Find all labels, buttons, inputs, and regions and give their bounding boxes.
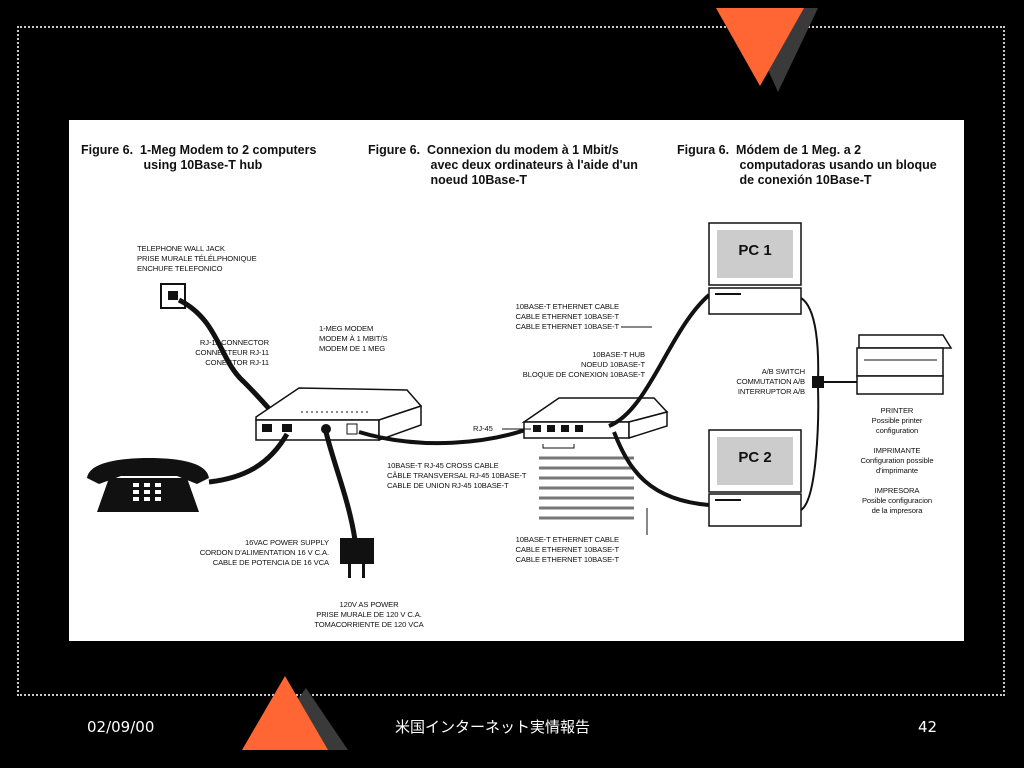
pc2-icon bbox=[708, 429, 802, 527]
pc2-label: PC 2 bbox=[738, 449, 772, 466]
rj11-label: RJ-11 CONNECTOR CONNECTEUR RJ-11 CONECTO… bbox=[195, 338, 269, 367]
pc1-icon bbox=[708, 222, 802, 315]
ab-switch-icon bbox=[812, 376, 824, 388]
footer-title: 米国インターネット実情報告 bbox=[395, 718, 591, 736]
pc2-ethernet-cable bbox=[612, 431, 710, 507]
pc1-label: PC 1 bbox=[738, 242, 772, 259]
caption-english: Figure 6. 1-Meg Modem to 2 computers usi… bbox=[81, 143, 317, 172]
printer-icon bbox=[856, 334, 953, 395]
cross-cable bbox=[358, 423, 540, 446]
power-supply-label: 16VAC POWER SUPPLY CORDON D'ALIMENTATION… bbox=[199, 538, 329, 567]
top-triangle bbox=[716, 8, 804, 86]
pc1-switch-cable bbox=[800, 297, 820, 383]
modem-label: 1-MEG MODEM MODEM À 1 MBIT/S MODEM DE 1 … bbox=[319, 324, 388, 353]
ethernet-cable-bottom-label: 10BASE-T ETHERNET CABLE CABLE ETHERNET 1… bbox=[515, 535, 620, 564]
caption-spanish: Figura 6. Módem de 1 Meg. a 2 computador… bbox=[677, 143, 937, 187]
power-adapter-icon bbox=[340, 538, 374, 578]
wall-jack-label: TELEPHONE WALL JACK PRISE MURALE TÉLÉLPH… bbox=[137, 244, 257, 273]
ab-switch-label: A/B SWITCH COMMUTATION A/B INTERRUPTOR A… bbox=[736, 367, 805, 396]
caption-french: Figure 6. Connexion du modem à 1 Mbit/s … bbox=[368, 143, 638, 187]
ac-power-label: 120V AS POWER PRISE MURALE DE 120 V C.A.… bbox=[314, 600, 424, 629]
slide-border bbox=[17, 26, 1005, 696]
bottom-triangle bbox=[242, 676, 328, 750]
ethernet-cable-top-label: 10BASE-T ETHERNET CABLE CABLE ETHERNET 1… bbox=[515, 302, 620, 331]
hub-icon bbox=[521, 397, 669, 440]
rj45-label: RJ-45 bbox=[473, 424, 493, 433]
page-number: 42 bbox=[918, 718, 938, 736]
telephone-cable bbox=[208, 432, 290, 485]
printer-label: PRINTER Possible printer configuration I… bbox=[860, 406, 934, 515]
modem-icon bbox=[255, 387, 423, 442]
wall-jack-icon bbox=[160, 283, 186, 309]
power-cable bbox=[323, 431, 358, 541]
diagram-panel: Figure 6. 1-Meg Modem to 2 computers usi… bbox=[69, 120, 964, 641]
footer-date: 02/09/00 bbox=[87, 718, 155, 736]
hub-hatching bbox=[539, 456, 634, 520]
pc2-switch-cable bbox=[800, 387, 820, 511]
cross-cable-label: 10BASE-T RJ-45 CROSS CABLE CÂBLE TRANSVE… bbox=[387, 461, 527, 490]
telephone-icon bbox=[87, 458, 209, 512]
network-diagram bbox=[87, 222, 953, 578]
pc1-ethernet-cable bbox=[608, 293, 711, 428]
hub-label: 10BASE-T HUB NOEUD 10BASE-T BLOQUE DE CO… bbox=[522, 350, 645, 379]
